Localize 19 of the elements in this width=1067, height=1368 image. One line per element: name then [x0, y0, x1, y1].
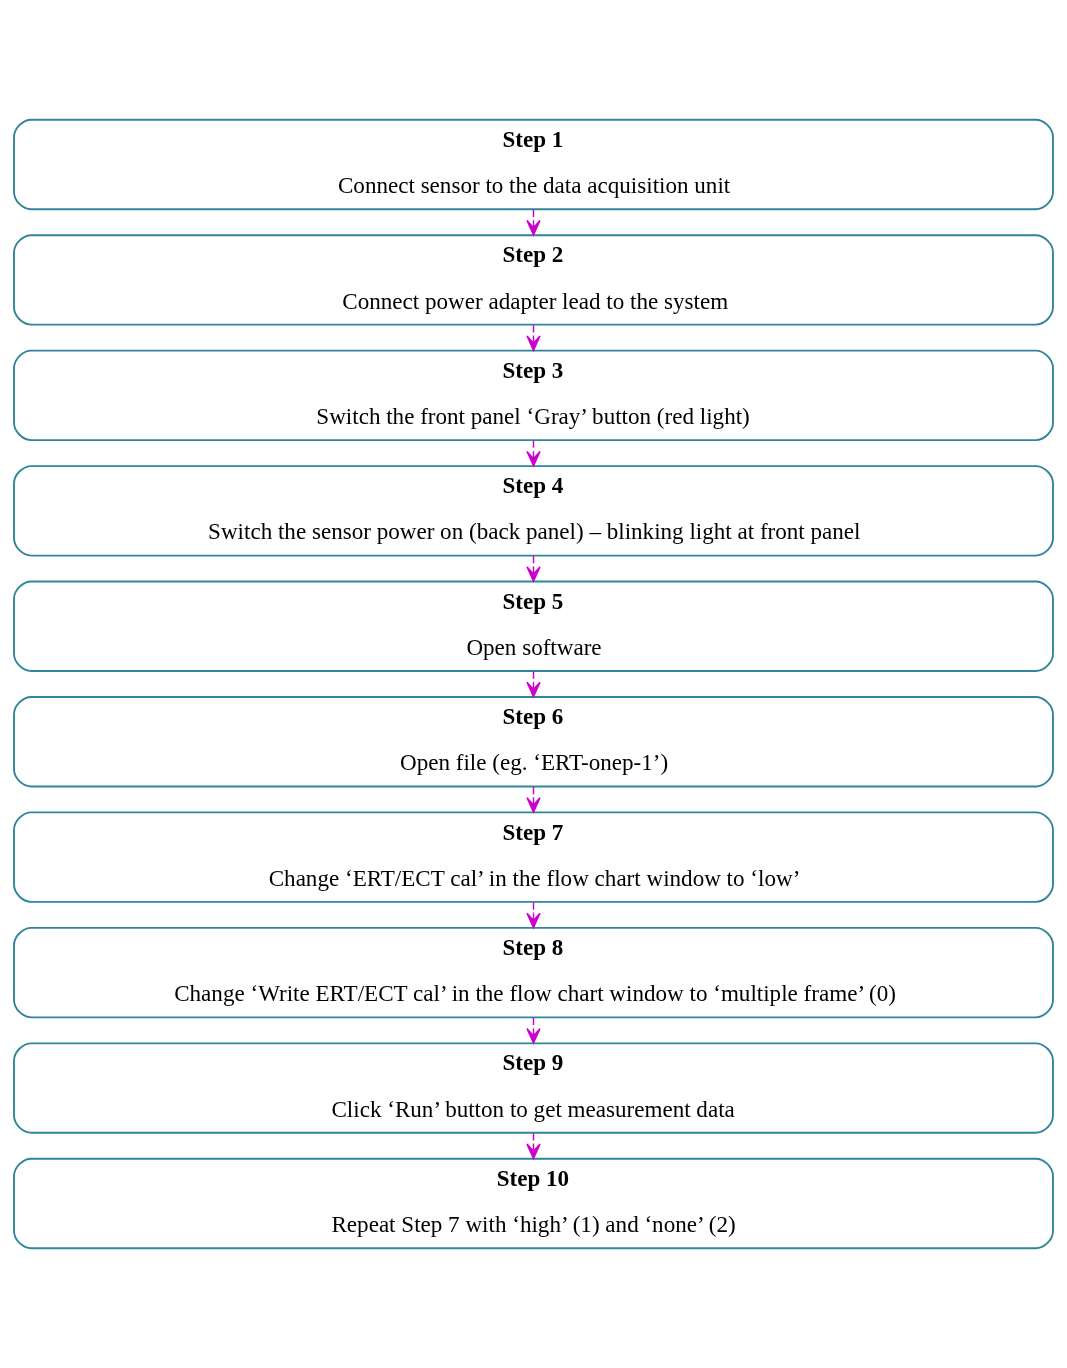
node-box: Step 2 Connect power adapter lead to the system [13, 234, 1054, 326]
node-box: Step 3 Switch the front panel ‘Gray’ button (red light) [13, 349, 1054, 442]
node-box: Step 6 Open file (eg. ‘ERT-onep-1’) [13, 696, 1054, 788]
node-box: Step 5 Open software [13, 580, 1054, 672]
arrow [526, 209, 541, 236]
arrow [526, 324, 541, 352]
node-box: Step 8 Change ‘Write ERT/ECT cal’ in the flow chart window to ‘multiple frame’ (0) [13, 926, 1054, 1019]
arrow [526, 670, 541, 698]
arrow [526, 555, 541, 582]
node-box: Step 10 Repeat Step 7 with ‘high’ (1) and ‘none’ (2) [13, 1157, 1054, 1250]
arrow [526, 1017, 541, 1044]
arrow [526, 1132, 541, 1160]
arrow [526, 786, 541, 813]
node-box: Step 7 Change ‘ERT/ECT cal’ in the flow chart window to ‘low’ [13, 811, 1054, 903]
arrow [526, 439, 541, 467]
node-box: Step 4 Switch the sensor power on (back panel) – blinking light at front panel [13, 465, 1054, 557]
node-box: Step 1 Connect sensor to the data acquisition unit [13, 118, 1054, 211]
node-box: Step 9 Click ‘Run’ button to get measurement data [13, 1042, 1054, 1134]
arrow [526, 901, 541, 929]
